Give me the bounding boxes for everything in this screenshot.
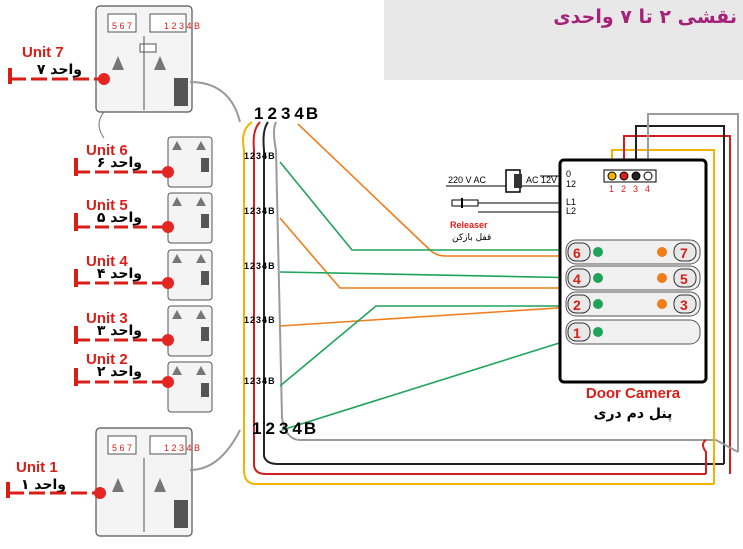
svg-text:5 6 7: 5 6 7	[112, 443, 132, 453]
unit-1-name-fa: واحد ۱	[21, 477, 66, 493]
call-button-2[interactable]: 2	[573, 297, 581, 313]
svg-text:1 2 3 4 B: 1 2 3 4 B	[164, 21, 200, 31]
terminal-strip-unit3: 1234B	[244, 315, 275, 325]
svg-text:5 6 7: 5 6 7	[112, 21, 132, 31]
call-button-1[interactable]: 1	[573, 325, 581, 341]
power-adapter: 220 V AC AC 12V	[446, 169, 562, 193]
call-button-3[interactable]: 3	[680, 297, 688, 313]
svg-text:1234B: 1234B	[244, 206, 275, 216]
releaser-label: Releaser	[450, 220, 488, 230]
unit-5-intercom	[167, 192, 213, 244]
unit-1-intercom: 5 6 7 1 2 3 4 B	[95, 427, 200, 537]
call-button-row-6-7: 6 7	[565, 239, 701, 265]
terminal-strip-unit2: 1234B	[244, 376, 275, 386]
svg-text:1234B: 1234B	[244, 376, 275, 386]
call-button-7[interactable]: 7	[680, 245, 688, 261]
unit-3-label: Unit 3 واحد ۳	[74, 310, 174, 346]
unit-4-intercom	[167, 249, 213, 301]
unit-1-name: Unit 1	[16, 459, 58, 476]
bus-wires	[189, 81, 739, 485]
unit-2-name: Unit 2	[86, 351, 128, 368]
call-button-row-2-3: 2 3	[565, 291, 701, 317]
unit-6-name-fa: واحد ۶	[97, 155, 142, 171]
unit-7-intercom: 5 6 7 1 2 3 4 B	[95, 5, 200, 139]
unit-3-intercom	[167, 305, 213, 357]
unit-2-name-fa: واحد ۲	[97, 364, 142, 380]
call-button-5[interactable]: 5	[680, 271, 688, 287]
banner-title: نقشی ۲ تا ۷ واحدی	[553, 6, 737, 28]
ac-output-label: AC 12V	[526, 175, 557, 185]
terminal-strip-unit6: 1234B	[244, 151, 275, 161]
svg-text:3: 3	[633, 184, 638, 194]
unit-7-name: Unit 7	[22, 44, 64, 61]
unit-5-name-fa: واحد ۵	[97, 210, 142, 226]
svg-text:1234B: 1234B	[252, 419, 316, 438]
unit-7-name-fa: واحد ۷	[37, 62, 82, 78]
unit-5-name: Unit 5	[86, 197, 128, 214]
svg-text:4: 4	[645, 184, 650, 194]
unit-4-label: Unit 4 واحد ۴	[74, 253, 174, 289]
unit-3-name: Unit 3	[86, 310, 128, 327]
unit-4-name-fa: واحد ۴	[97, 266, 142, 282]
unit-7-label: Unit 7 واحد ۷	[8, 44, 110, 85]
title-banner: نقشی ۲ تا ۷ واحدی	[384, 0, 743, 80]
ac-input-label: 220 V AC	[448, 175, 487, 185]
unit-1-label: Unit 1 واحد ۱	[6, 459, 106, 499]
terminal-strip-unit5: 1234B	[244, 206, 275, 216]
svg-text:L1: L1	[566, 197, 576, 207]
svg-text:12: 12	[566, 179, 576, 189]
call-button-row-4-5: 4 5	[565, 265, 701, 291]
panel-title-fa: پنل دم دری	[594, 406, 673, 422]
unit-6-label: Unit 6 واحد ۶	[74, 142, 174, 178]
unit-6-name: Unit 6	[86, 142, 128, 159]
panel-title: Door Camera	[586, 385, 681, 402]
svg-text:1234B: 1234B	[244, 315, 275, 325]
call-button-4[interactable]: 4	[573, 271, 581, 287]
unit-3-name-fa: واحد ۳	[97, 323, 142, 339]
svg-text:1234B: 1234B	[244, 151, 275, 161]
svg-text:1: 1	[609, 184, 614, 194]
svg-text:L2: L2	[566, 206, 576, 216]
svg-text:1234B: 1234B	[254, 104, 318, 123]
unit-2-label: Unit 2 واحد ۲	[74, 351, 174, 388]
releaser-label-fa: قفل بازکن	[452, 233, 491, 243]
call-button-6[interactable]: 6	[573, 245, 581, 261]
unit-6-intercom	[167, 136, 213, 188]
call-button-wires	[279, 123, 594, 431]
unit-2-intercom	[167, 361, 213, 413]
svg-text:1234B: 1234B	[244, 261, 275, 271]
unit-4-name: Unit 4	[86, 253, 128, 270]
svg-text:1 2 3 4 B: 1 2 3 4 B	[164, 443, 200, 453]
door-releaser: Releaser قفل بازکن	[450, 198, 562, 243]
svg-text:0: 0	[566, 169, 571, 179]
svg-text:2: 2	[621, 184, 626, 194]
call-button-row-1: 1	[565, 319, 701, 345]
terminal-strip-unit4: 1234B	[244, 261, 275, 271]
unit-5-label: Unit 5 واحد ۵	[74, 197, 174, 233]
